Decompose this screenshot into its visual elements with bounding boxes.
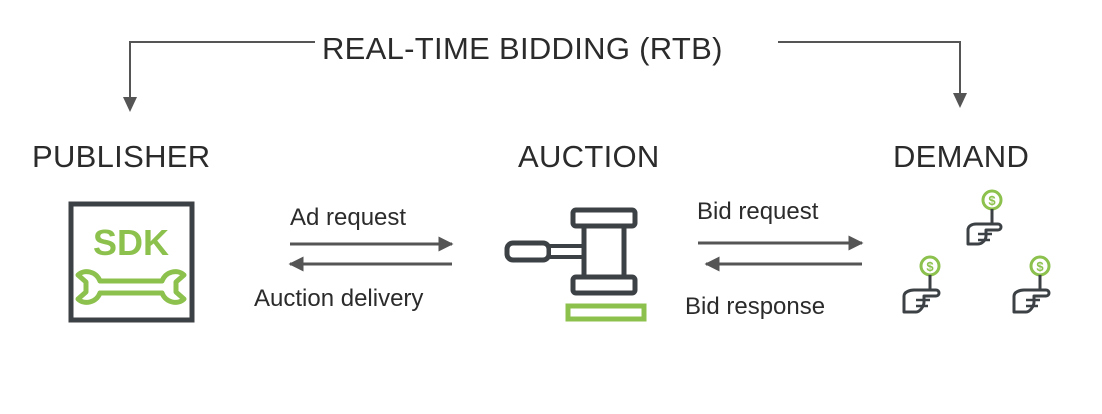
auction-heading: AUCTION [518,139,660,174]
demand-bidder-icon-top: $ [966,189,1003,246]
ad-request-label: Ad request [290,204,407,231]
demand-bidder-icon-left: $ [902,255,941,314]
rtb-connector-left [123,41,315,112]
bid-request-label: Bid request [697,198,819,225]
dollar-sign-icon: $ [988,193,996,208]
auction-delivery-label: Auction delivery [254,285,424,312]
diagram-title: REAL-TIME BIDDING (RTB) [322,31,723,66]
gavel-icon [504,207,647,322]
demand-heading: DEMAND [893,139,1030,174]
sdk-icon-label: SDK [93,222,169,263]
publisher-heading: PUBLISHER [32,139,211,174]
dollar-sign-icon: $ [1036,259,1044,274]
rtb-connector-right [778,41,967,108]
dollar-sign-icon: $ [926,259,934,274]
bid-response-label: Bid response [685,293,826,320]
demand-bidder-icon-right: $ [1012,255,1051,314]
sdk-wrench-icon: SDK [68,201,195,323]
